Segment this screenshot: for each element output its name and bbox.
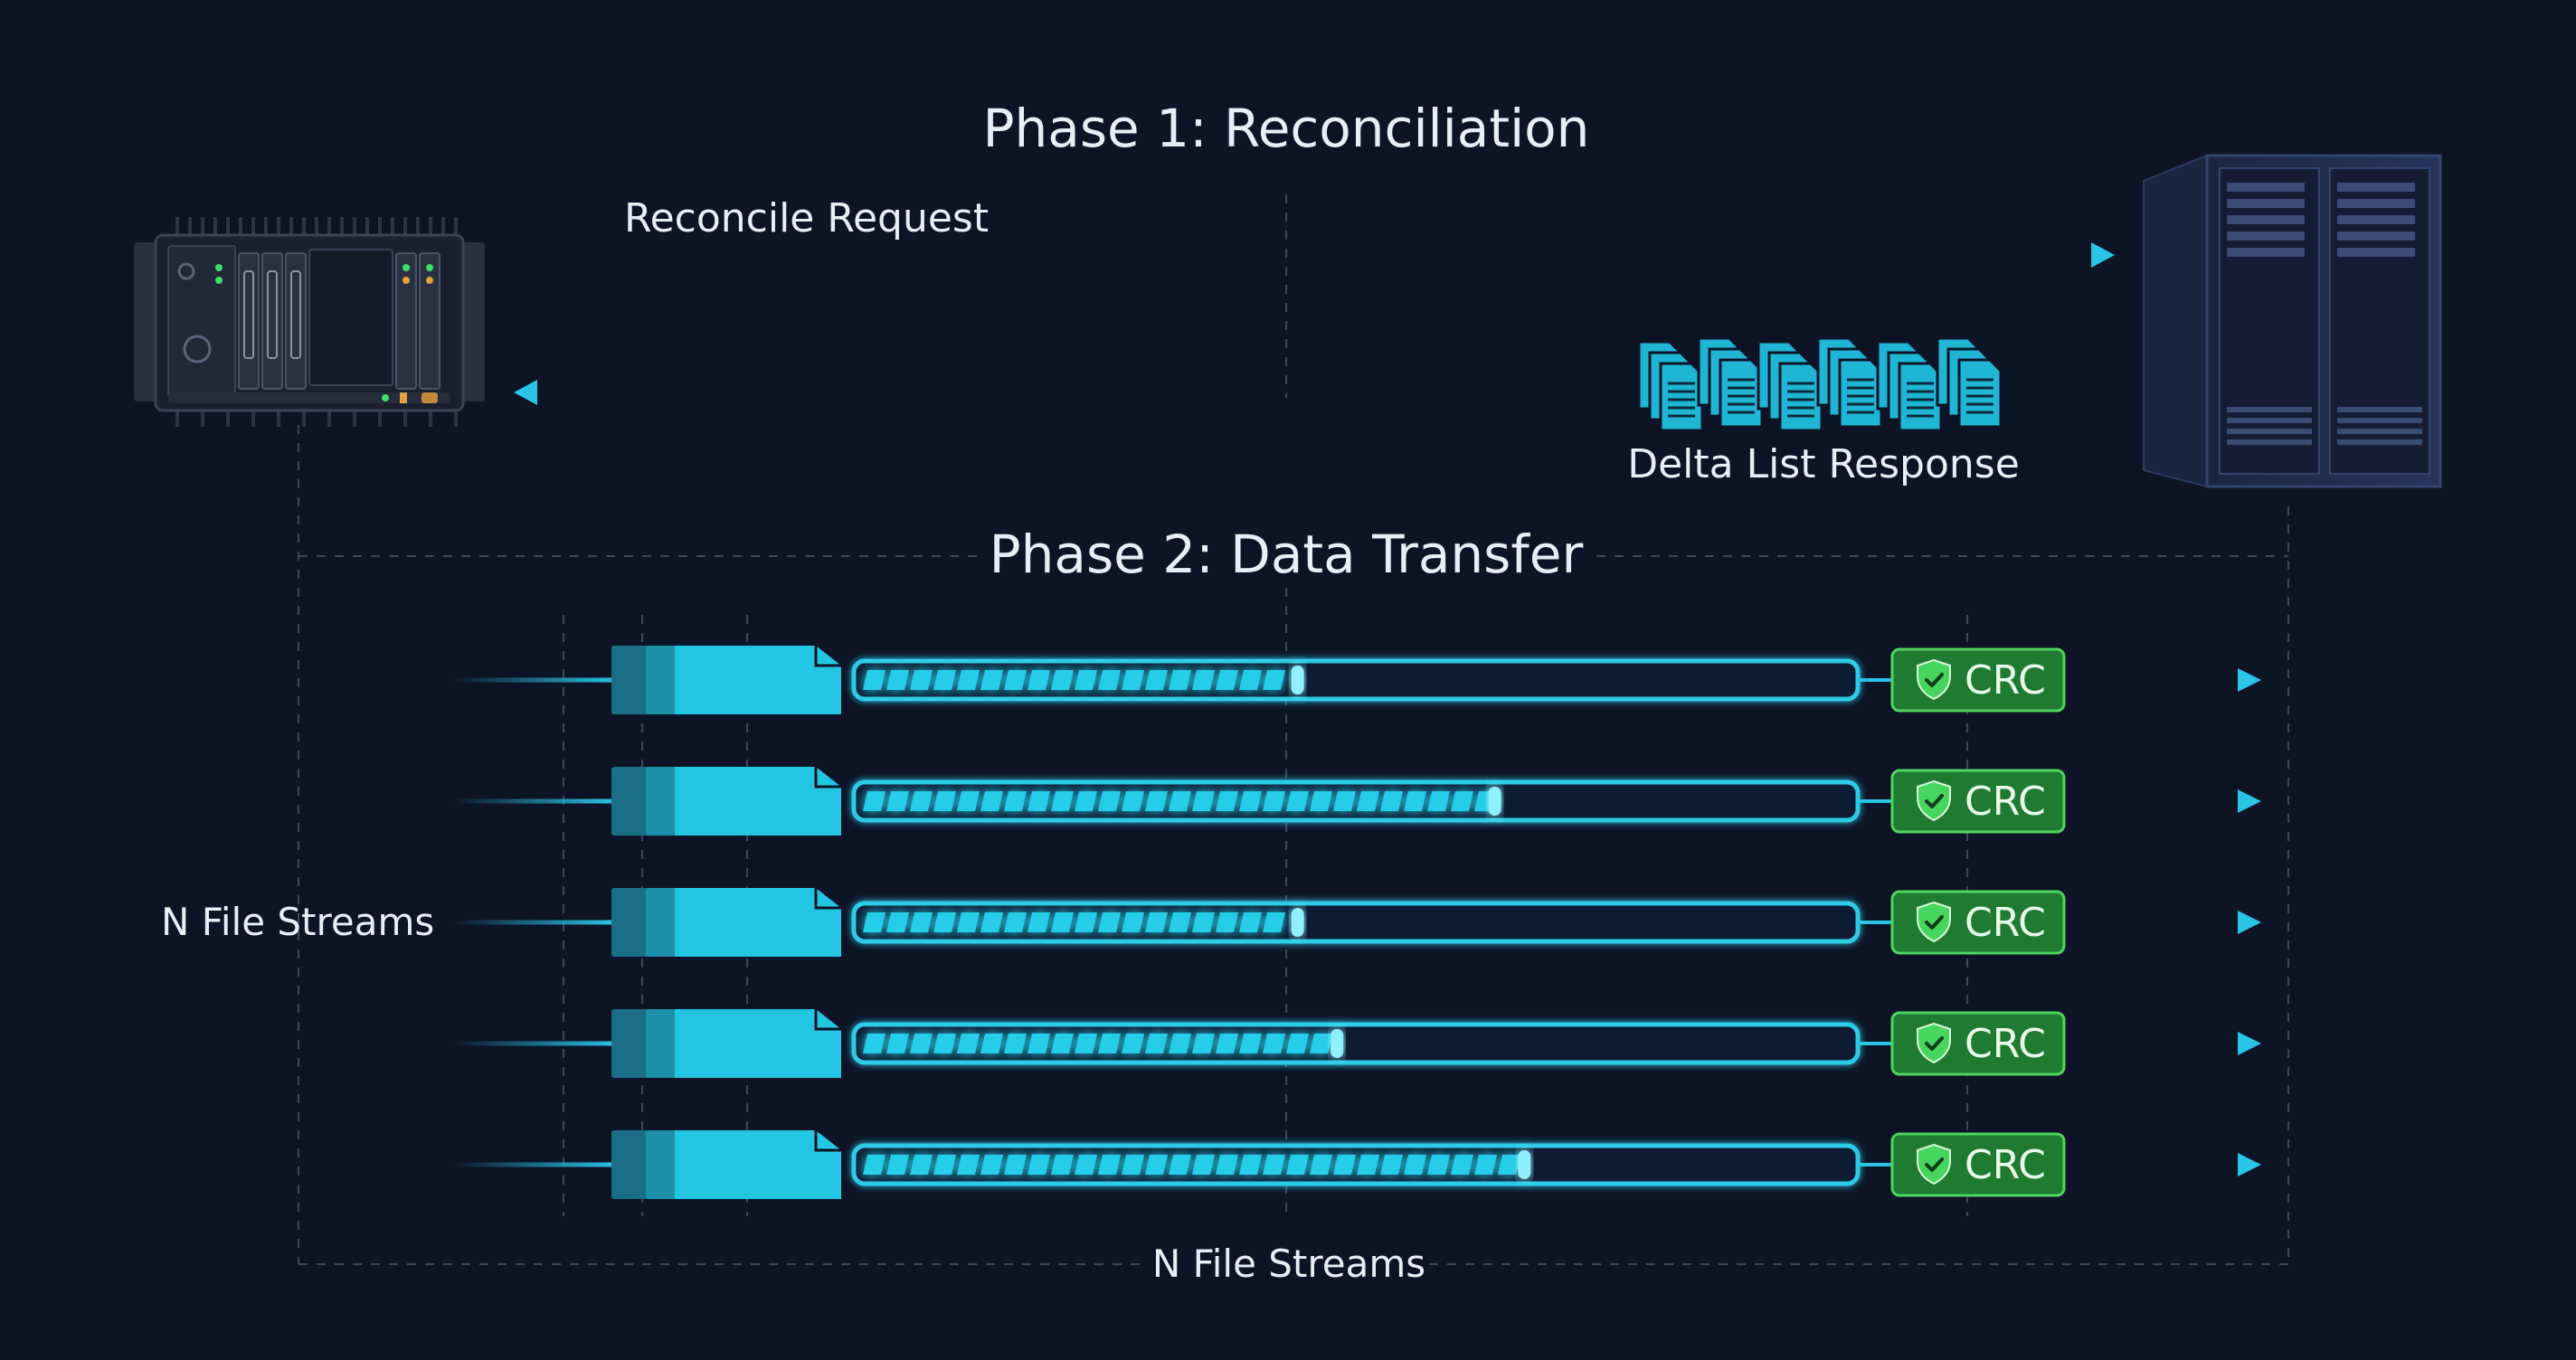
stream-inbound-line <box>452 798 615 804</box>
embedded-controller-icon <box>134 217 485 427</box>
crc-badge: CRC <box>1890 890 2066 955</box>
progress-fill <box>863 670 1285 690</box>
stream-outbound-arrow <box>2064 911 2261 934</box>
progress-head <box>1331 1029 1344 1058</box>
stream-outbound-arrow <box>2064 668 2261 692</box>
crc-label: CRC <box>1965 1142 2046 1188</box>
crc-badge: CRC <box>1890 1011 2066 1076</box>
delta-list-response-label: Delta List Response <box>1627 441 2020 487</box>
progress-track <box>851 1022 1861 1065</box>
progress-fill <box>863 791 1497 811</box>
shield-check-icon <box>1917 779 1951 822</box>
file-icon <box>611 888 841 957</box>
file-icon <box>611 646 841 714</box>
file-icon <box>611 767 841 836</box>
file-stream: CRC <box>452 1130 2261 1199</box>
crc-label: CRC <box>1965 657 2046 704</box>
stream-inbound-line <box>452 1041 615 1046</box>
stream-inbound-line <box>452 1162 615 1167</box>
progress-fill <box>863 1034 1332 1053</box>
progress-track <box>851 658 1861 702</box>
progress-head <box>1291 666 1304 694</box>
stream-inbound-line <box>452 920 615 925</box>
file-stream: CRC <box>452 646 2261 714</box>
stream-outbound-arrow <box>2064 789 2261 813</box>
crc-badge: CRC <box>1890 769 2066 834</box>
file-stream: CRC <box>452 767 2261 836</box>
stream-inbound-line <box>452 677 615 683</box>
shield-check-icon <box>1917 1022 1951 1064</box>
reconcile-request-label: Reconcile Request <box>624 195 989 241</box>
file-stream: CRC <box>452 888 2261 957</box>
crc-label: CRC <box>1965 900 2046 946</box>
progress-fill <box>863 912 1285 932</box>
crc-label: CRC <box>1965 779 2046 825</box>
document-stack-icon <box>1637 336 2003 432</box>
file-stream: CRC <box>452 1009 2261 1078</box>
shield-check-icon <box>1917 658 1951 701</box>
crc-badge: CRC <box>1890 647 2066 713</box>
streams-side-label: N File Streams <box>161 900 434 944</box>
file-streams: CRC CRC CRC CRC CRC <box>452 646 2261 1199</box>
streams-bottom-label: N File Streams <box>1152 1242 1425 1286</box>
progress-head <box>1291 908 1304 937</box>
shield-check-icon <box>1917 901 1951 943</box>
progress-fill <box>863 1155 1520 1175</box>
reconcile-request-arrow <box>496 242 2115 268</box>
file-icon <box>611 1130 841 1199</box>
stream-outbound-arrow <box>2064 1032 2261 1055</box>
stream-outbound-arrow <box>2064 1153 2261 1176</box>
progress-head <box>1488 787 1501 816</box>
file-icon <box>611 1009 841 1078</box>
crc-badge: CRC <box>1890 1132 2066 1197</box>
server-rack-icon <box>2143 154 2442 488</box>
crc-label: CRC <box>1965 1021 2046 1067</box>
progress-track <box>851 1143 1861 1186</box>
phase1-title: Phase 1: Reconciliation <box>983 98 1590 159</box>
progress-track <box>851 779 1861 823</box>
guide-lines <box>298 194 2289 1265</box>
phase2-title: Phase 2: Data Transfer <box>990 524 1584 585</box>
shield-check-icon <box>1917 1143 1951 1185</box>
progress-head <box>1518 1150 1531 1179</box>
progress-track <box>851 901 1861 944</box>
